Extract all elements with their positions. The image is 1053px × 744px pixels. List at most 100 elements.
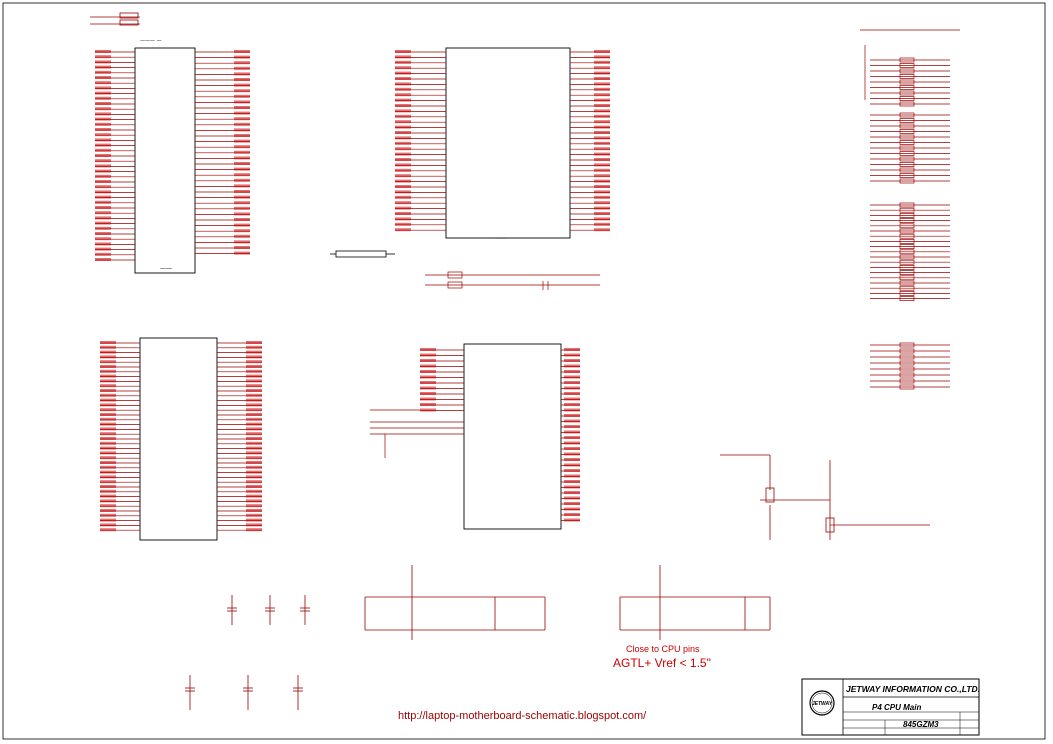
- net-label-mark: [594, 109, 610, 113]
- net-label-mark: [100, 518, 116, 522]
- net-label-mark: [395, 158, 411, 161]
- net-label-mark: [246, 437, 262, 440]
- resistor: [899, 145, 915, 151]
- net-label-mark: [234, 251, 250, 255]
- net-label-mark: [594, 201, 610, 205]
- net-label-mark: [234, 190, 250, 193]
- net-label-mark: [564, 441, 580, 445]
- net-label-mark: [564, 397, 580, 401]
- net-label-mark: [100, 441, 116, 445]
- net-label-mark: [246, 446, 262, 450]
- net-label-mark: [234, 61, 250, 65]
- net-label-mark: [100, 456, 116, 460]
- net-label-mark: [246, 518, 262, 522]
- net-label-mark: [246, 451, 262, 455]
- net-label-mark: [395, 120, 411, 124]
- agtl-vref-note: AGTL+ Vref < 1.5": [613, 656, 711, 670]
- net-label-mark: [100, 365, 116, 368]
- net-label-mark: [95, 81, 111, 85]
- net-label-mark: [594, 228, 610, 232]
- net-label-mark: [594, 147, 610, 151]
- net-label-mark: [564, 474, 580, 478]
- net-label-mark: [395, 77, 411, 80]
- net-label-mark: [95, 221, 111, 225]
- net-label-mark: [95, 70, 111, 74]
- net-label-mark: [246, 365, 262, 368]
- net-label-mark: [594, 195, 610, 199]
- net-label-mark: [100, 393, 116, 397]
- net-label-mark: [395, 71, 411, 75]
- net-label-mark: [395, 66, 411, 70]
- net-label-mark: [395, 190, 411, 194]
- net-label-mark: [246, 417, 262, 421]
- net-label-mark: [95, 226, 111, 230]
- net-label-mark: [95, 185, 111, 189]
- net-label-mark: [594, 87, 610, 91]
- net-label-mark: [395, 50, 411, 53]
- close-to-cpu-note: Close to CPU pins: [626, 644, 700, 654]
- net-label-mark: [395, 55, 411, 59]
- decoupling-caps-left: [185, 595, 310, 710]
- net-label-mark: [420, 370, 436, 373]
- net-label-mark: [594, 55, 610, 59]
- net-label-mark: [95, 50, 111, 53]
- net-label-mark: [95, 159, 111, 163]
- net-label-mark: [100, 398, 116, 402]
- net-label-mark: [395, 104, 411, 107]
- cpu-socket-part-b: ——: [395, 47, 610, 242]
- net-label-mark: [246, 341, 262, 344]
- net-label-mark: [420, 397, 436, 401]
- right-resistor-arrays: [860, 29, 960, 390]
- resistor: [899, 79, 915, 85]
- resistor: [899, 112, 915, 118]
- net-label-mark: [95, 86, 111, 90]
- net-label-mark: [246, 465, 262, 469]
- net-label-mark: [95, 200, 111, 204]
- net-label-mark: [100, 480, 116, 484]
- net-label-mark: [594, 185, 610, 188]
- net-label-mark: [95, 174, 111, 178]
- net-label-mark: [420, 364, 436, 368]
- net-label-mark: [100, 475, 116, 479]
- resistor: [899, 173, 915, 178]
- resistor: [899, 280, 915, 286]
- net-label-mark: [564, 502, 580, 505]
- net-label-mark: [246, 528, 262, 532]
- net-label-mark: [395, 195, 411, 199]
- net-label-mark: [234, 100, 250, 104]
- net-label-mark: [395, 87, 411, 91]
- net-label-mark: [395, 179, 411, 183]
- net-label-mark: [100, 509, 116, 512]
- net-label-mark: [395, 168, 411, 172]
- middle-resistor-row: [425, 271, 600, 290]
- net-label-mark: [246, 461, 262, 464]
- resistor: [899, 156, 915, 162]
- net-label-mark: [594, 125, 610, 129]
- resistor: [899, 360, 915, 366]
- resistor: [899, 218, 915, 223]
- net-label-mark: [234, 229, 250, 233]
- net-label-mark: [95, 117, 111, 121]
- net-label-mark: [246, 398, 262, 402]
- resistor: [899, 162, 915, 167]
- resistor: [899, 239, 915, 244]
- net-label-mark: [246, 432, 262, 436]
- net-label-mark: [100, 422, 116, 426]
- net-label-mark: [95, 242, 111, 246]
- net-label-mark: [564, 480, 580, 483]
- net-label-mark: [246, 369, 262, 373]
- net-label-mark: [594, 222, 610, 226]
- net-label-mark: [564, 463, 580, 467]
- resistor: [899, 123, 915, 129]
- net-label-mark: [100, 417, 116, 421]
- net-label-mark: [100, 341, 116, 344]
- resistor: [899, 265, 915, 270]
- net-label-mark: [234, 122, 250, 126]
- net-label-mark: [100, 437, 116, 440]
- net-label-mark: [564, 430, 580, 434]
- net-label-mark: [395, 206, 411, 210]
- net-label-mark: [564, 364, 580, 368]
- resistor: [899, 129, 915, 134]
- net-label-mark: [234, 83, 250, 87]
